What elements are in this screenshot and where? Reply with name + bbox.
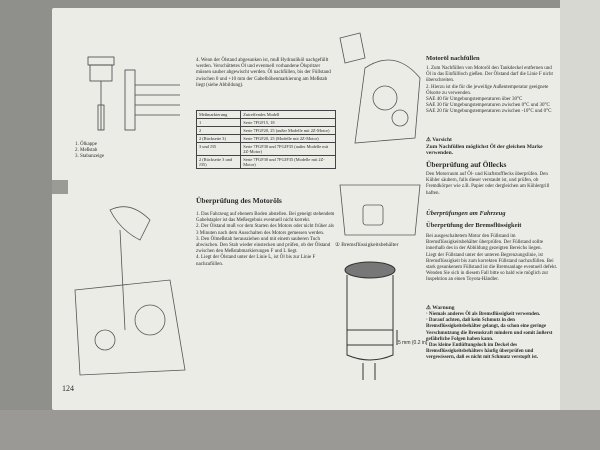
table-cell: 2 bbox=[195, 126, 242, 135]
section-tab bbox=[52, 180, 68, 194]
table-surface bbox=[0, 410, 600, 450]
legend-item: 3. Stabanzeige bbox=[75, 154, 105, 160]
table-cell: Serie 7FGF20, 25 (außer Modelle mit 2Z-M… bbox=[240, 126, 336, 135]
warnung-item: · Niemals anderes Öl als Bremsflüssigkei… bbox=[426, 312, 541, 317]
table-cell: Serie 7FGF15, 18 bbox=[240, 118, 336, 127]
heading-oellecks: Überprüfung auf Öllecks bbox=[426, 160, 507, 169]
page-number: 124 bbox=[62, 384, 74, 393]
table-cell: Serie 7FGF30 und 7FGJF35 (Modelle mit 2Z… bbox=[240, 155, 336, 169]
heading-nachfuellen: Motoröl nachfüllen bbox=[426, 55, 480, 62]
table-header: Zutreffendes Modell bbox=[240, 110, 336, 119]
dimension-label: 5 mm (0.2 in) bbox=[398, 340, 428, 346]
warnung-label: ⚠ Warnung bbox=[426, 305, 455, 311]
dipstick-figure bbox=[87, 56, 180, 131]
oil-check-illustration bbox=[74, 206, 186, 376]
bremse-text: Bei ausgeschaltetem Motor den Füllstand … bbox=[426, 234, 558, 283]
warnung-item: · Das kleine Entlüftungsloch im Deckel d… bbox=[426, 343, 539, 361]
engine-illustration bbox=[339, 32, 421, 144]
table-cell: 3 und J35 bbox=[195, 142, 242, 156]
table-row: 2 (Rückseite 3 und J35)Serie 7FGF30 und … bbox=[195, 155, 336, 169]
table-cell: 2 (Rückseite 3) bbox=[195, 134, 242, 143]
intro-text: 4. Wenn der Ölstand abgesunken ist, muß … bbox=[196, 58, 331, 88]
warnung-item: · Darauf achten, daß kein Schmutz in den… bbox=[426, 318, 553, 342]
motoroel-text: 1. Das Fahrzeug auf ebenem Boden abstell… bbox=[196, 212, 335, 267]
table-cell: Serie 7FGF20, 25 (Modelle mit 2Z-Motor) bbox=[240, 134, 336, 143]
legend-item: 1. Ölkappe bbox=[75, 142, 97, 147]
heading-bremse: Überprüfung der Bremsflüssigkeit bbox=[426, 222, 522, 229]
vorsicht-label: ⚠ Vorsicht bbox=[426, 137, 452, 143]
manual-page bbox=[52, 8, 572, 410]
table-row: 2 (Rückseite 3)Serie 7FGF20, 25 (Modelle… bbox=[195, 134, 336, 143]
figure-caption: ① Bremsflüssigkeitsbehälter bbox=[335, 242, 399, 248]
legend-item: 2. Meßstab bbox=[75, 148, 98, 154]
heading-motoroel: Überprüfung des Motoröls bbox=[196, 196, 282, 205]
table-cell: Serie 7FGF30 und 7FGJF35 (außer Modelle … bbox=[240, 142, 336, 156]
reservoir-location-illustration bbox=[339, 184, 421, 236]
table-header: Meßmarkierung bbox=[195, 110, 242, 119]
nachfuellen-text: 1. Zum Nachfüllen von Motoröl den Tankde… bbox=[426, 66, 553, 115]
table-cell: 1 bbox=[195, 118, 242, 127]
next-page-edge bbox=[560, 0, 600, 420]
brake-reservoir-illustration bbox=[344, 261, 398, 380]
oellecks-text: Den Motorraum auf Öl- und Kraftstoffleck… bbox=[426, 172, 550, 196]
heading-fahrzeug: Überprüfungen am Fahrzeug bbox=[426, 210, 506, 217]
table-cell: 2 (Rückseite 3 und J35) bbox=[195, 155, 242, 169]
vorsicht-text: Zum Nachfüllen möglichst Öl der gleichen… bbox=[426, 144, 543, 157]
